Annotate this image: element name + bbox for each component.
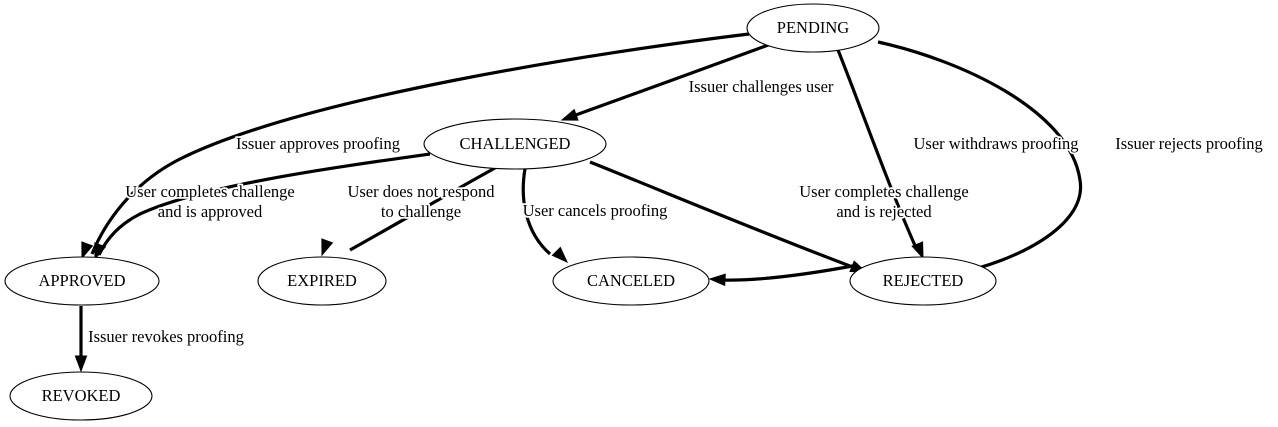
- edge-label-text: Issuer approves proofing: [236, 134, 400, 153]
- edge-label-halo: User completes challenge: [125, 182, 295, 201]
- node-ellipse: [746, 3, 880, 53]
- node-ellipse: [423, 118, 607, 170]
- node-label: REJECTED: [883, 271, 964, 290]
- edge-label-text: Issuer challenges user: [689, 77, 834, 96]
- edge-line: [572, 42, 772, 118]
- edge-label-text: User withdraws proofing: [914, 134, 1079, 153]
- node-label: APPROVED: [38, 271, 125, 290]
- edge-label-halo: to challenge: [381, 202, 461, 221]
- edge-line: [349, 166, 496, 252]
- edge-label-text: User completes challenge: [125, 182, 295, 201]
- edge-pending-challenged: [560, 42, 772, 121]
- edge-label-text: Issuer rejects proofing: [1115, 134, 1263, 153]
- node-approved[interactable]: APPROVED: [4, 256, 160, 306]
- node-rejected[interactable]: REJECTED: [849, 256, 997, 306]
- edge-label-halo: Issuer revokes proofing: [88, 327, 244, 346]
- node-label: CHALLENGED: [460, 134, 571, 153]
- node-revoked[interactable]: REVOKED: [9, 371, 153, 421]
- edge-label-halo: Issuer challenges user: [689, 77, 834, 96]
- node-canceled[interactable]: CANCELED: [552, 256, 710, 306]
- edge-challenged-expired: [321, 166, 496, 257]
- node-ellipse: [9, 371, 153, 421]
- edge-rejected-canceled: [708, 263, 859, 287]
- edge-label-text: User completes challenge: [799, 182, 969, 201]
- edge-label-halo: User does not respond: [347, 182, 495, 201]
- arrowhead-icon: [94, 242, 107, 261]
- node-ellipse: [4, 256, 160, 306]
- edge-label-halo: User completes challenge: [799, 182, 969, 201]
- edge-line: [521, 168, 552, 256]
- edge-challenged-approved: [94, 152, 431, 261]
- edge-line: [589, 160, 851, 268]
- nodes-layer: PENDING CHALLENGED APPROVED EXPIRED CANCELED…: [4, 3, 997, 421]
- edge-pending-rejected-2: [877, 40, 1083, 285]
- edge-label-text: to challenge: [381, 202, 461, 221]
- node-ellipse: [552, 256, 710, 306]
- node-expired[interactable]: EXPIRED: [257, 256, 387, 306]
- node-ellipse: [257, 256, 387, 306]
- edge-label-halo: and is approved: [158, 202, 263, 221]
- edge-label-text: Issuer revokes proofing: [88, 327, 244, 346]
- edge-label-text: User does not respond: [347, 182, 495, 201]
- node-label: EXPIRED: [287, 271, 357, 290]
- arrowhead-icon: [551, 246, 569, 264]
- edge-line: [97, 152, 431, 256]
- node-label: REVOKED: [42, 386, 121, 405]
- arrowhead-icon: [911, 241, 924, 260]
- edge-line: [836, 49, 919, 251]
- edge-line: [721, 263, 859, 282]
- edge-label-halo: and is rejected: [836, 202, 932, 221]
- node-ellipse: [849, 256, 997, 306]
- edge-label-halo: User withdraws proofing: [914, 134, 1079, 153]
- edge-approved-revoked: [74, 306, 88, 373]
- node-pending[interactable]: PENDING: [746, 3, 880, 53]
- arrowhead-icon: [321, 238, 334, 257]
- node-label: CANCELED: [587, 271, 675, 290]
- edge-label-halo: Issuer rejects proofing: [1115, 134, 1263, 153]
- arrowhead-icon: [81, 241, 94, 260]
- edge-line: [90, 32, 750, 255]
- arrowhead-icon: [708, 273, 726, 287]
- edge-label-halo: Issuer approves proofing: [236, 134, 400, 153]
- edge-pending-approved: [81, 32, 750, 260]
- edge-label-text: User cancels proofing: [523, 201, 668, 220]
- edge-label-text: and is approved: [158, 202, 263, 221]
- edge-challenged-canceled: [521, 168, 569, 264]
- arrowhead-icon: [74, 355, 88, 373]
- edge-label-text: and is rejected: [836, 202, 932, 221]
- arrowhead-icon: [560, 108, 579, 121]
- node-label: PENDING: [777, 18, 849, 37]
- node-challenged[interactable]: CHALLENGED: [423, 118, 607, 170]
- edge-pending-rejected: [836, 49, 924, 260]
- edge-label-halo: User cancels proofing: [523, 201, 668, 220]
- edge-line: [877, 40, 1083, 274]
